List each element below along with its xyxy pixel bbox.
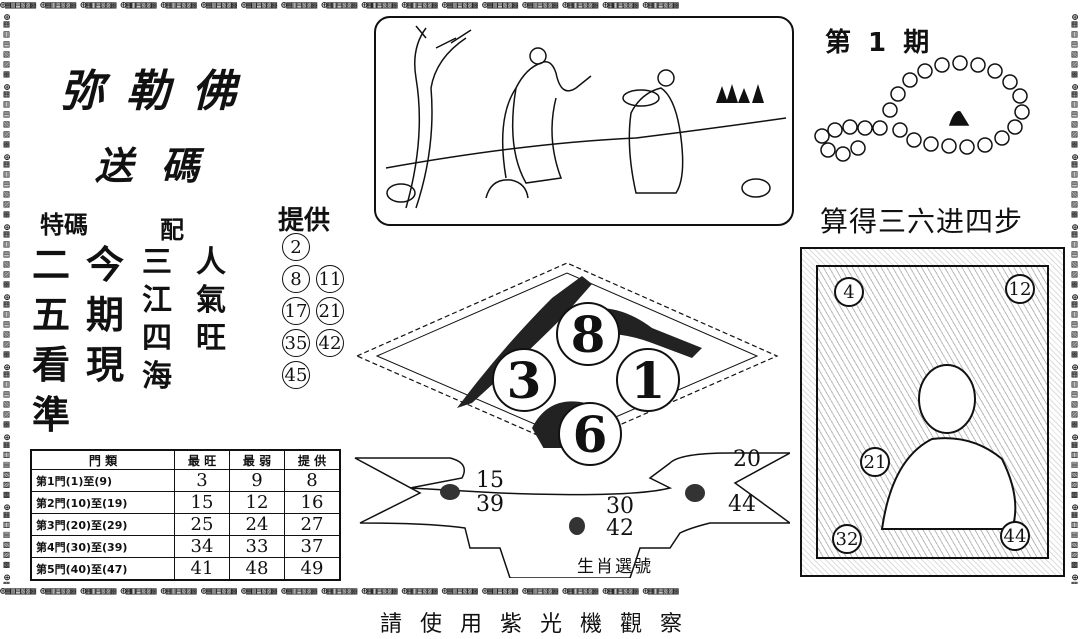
header-door-category: 門 類 — [30, 449, 175, 470]
poem-char: 現 — [86, 343, 125, 387]
ribbon-center-number: 42 — [606, 516, 634, 541]
poem-char: 海 — [142, 359, 172, 394]
buddha-panel: 4 12 21 32 44 — [800, 247, 1065, 577]
ribbon-right-number: 44 — [728, 492, 756, 517]
poem-char: 人 — [196, 245, 226, 280]
ribbon-left-number: 15 — [476, 468, 504, 493]
number-ball: 8 — [282, 265, 310, 293]
header-hottest: 最 旺 — [174, 449, 230, 470]
diamond-ball: 3 — [492, 348, 556, 412]
number-ball: 17 — [282, 297, 310, 325]
poem-char: 四 — [142, 321, 172, 356]
hot-value: 25 — [174, 513, 230, 536]
header-coldest: 最 弱 — [229, 449, 285, 470]
label-provide: 提供 — [278, 206, 331, 236]
table-row: 第4門(30)至(39) 34 33 37 — [30, 535, 341, 558]
door-label: 第4門(30)至(39) — [30, 535, 175, 558]
poem-char: 江 — [142, 283, 172, 318]
number-ball: 11 — [316, 265, 344, 293]
table-row: 第1門(1)至(9) 3 9 8 — [30, 469, 341, 492]
zodiac-selection-label: 生肖選號 — [577, 557, 653, 577]
header-provide: 提 供 — [284, 449, 341, 470]
hot-value: 3 — [174, 469, 230, 492]
poem-char: 五 — [32, 293, 71, 337]
buddha-number: 21 — [860, 447, 890, 477]
lucky-diamond: 8 3 1 6 — [352, 258, 782, 466]
poem-char: 期 — [86, 293, 125, 337]
decorative-border-bottom: ⊕▦▥▤▧▨▩ ⊕▦▥▤▧▨▩ ⊕▦▥▤▧▨▩ ⊕▦▥▤▧▨▩ ⊕▦▥▤▧▨▩ … — [0, 586, 679, 597]
cold-value: 9 — [229, 469, 285, 492]
zodiac-ribbon-icon — [354, 452, 790, 578]
ribbon-center-number: 30 — [606, 494, 634, 519]
cold-value: 48 — [229, 557, 285, 581]
title-main: 弥勒佛 — [60, 66, 258, 117]
number-ball: 21 — [316, 297, 344, 325]
number-ball: 42 — [316, 329, 344, 357]
poem-column-3: 三 江 四 海 — [142, 244, 172, 396]
door-label: 第5門(40)至(47) — [30, 557, 175, 581]
poem-column-2: 今 期 現 — [86, 240, 124, 390]
poem-char: 今 — [86, 243, 125, 287]
footer-note: 請使用紫光機觀察 — [380, 612, 701, 637]
cold-value: 33 — [229, 535, 285, 558]
diamond-ball: 8 — [556, 302, 620, 366]
poem-char: 準 — [32, 393, 71, 437]
hot-value: 34 — [174, 535, 230, 558]
diamond-ball: 6 — [558, 402, 622, 466]
poem-column-1: 二 五 看 準 — [32, 240, 70, 440]
buddha-number: 12 — [1005, 274, 1035, 304]
ribbon-left-number: 39 — [476, 492, 504, 517]
door-category-table: 門 類 最 旺 最 弱 提 供 第1門(1)至(9) 3 9 8 第2門(10)… — [30, 449, 341, 581]
hot-value: 15 — [174, 491, 230, 514]
poem-char: 看 — [32, 343, 71, 387]
buddha-number: 32 — [832, 524, 862, 554]
table-row: 第5門(40)至(47) 41 48 49 — [30, 557, 341, 581]
provide-value: 49 — [284, 557, 341, 581]
buddha-figure-icon — [880, 364, 1017, 530]
period-label: 第 1 期 — [825, 28, 934, 58]
scene-illustration — [374, 16, 794, 226]
table-header-row: 門 類 最 旺 最 弱 提 供 — [30, 449, 341, 470]
decorative-border-top: ⊕▦▥▤▧▨▩ ⊕▦▥▤▧▨▩ ⊕▦▥▤▧▨▩ ⊕▦▥▤▧▨▩ ⊕▦▥▤▧▨▩ … — [0, 0, 679, 11]
poem-char: 氣 — [196, 283, 226, 318]
label-special-code: 特碼 — [40, 210, 88, 239]
number-ball: 35 — [282, 329, 310, 357]
provide-value: 16 — [284, 491, 341, 514]
door-label: 第3門(20)至(29) — [30, 513, 175, 536]
provide-value: 27 — [284, 513, 341, 536]
door-label: 第1門(1)至(9) — [30, 469, 175, 492]
decorative-border-right: ⊕▦▥▤▧▨▩ ⊕▦▥▤▧▨▩ ⊕▦▥▤▧▨▩ ⊕▦▥▤▧▨▩ ⊕▦▥▤▧▨▩ … — [1068, 14, 1080, 584]
poem-char: 三 — [142, 245, 172, 280]
number-ball: 2 — [282, 233, 310, 261]
buddha-number: 44 — [1000, 521, 1030, 551]
door-label: 第2門(10)至(19) — [30, 491, 175, 514]
diamond-ball: 1 — [616, 348, 680, 412]
poem-char: 旺 — [196, 321, 226, 356]
hot-value: 41 — [174, 557, 230, 581]
provided-numbers: 2 8 11 17 21 35 42 45 — [280, 232, 350, 390]
label-pair: 配 — [160, 215, 184, 244]
provide-value: 37 — [284, 535, 341, 558]
slogan: 算得三六进四步 — [820, 205, 1024, 238]
number-ball: 45 — [282, 361, 310, 389]
poem-char: 二 — [32, 243, 71, 287]
cold-value: 24 — [229, 513, 285, 536]
cold-value: 12 — [229, 491, 285, 514]
table-row: 第2門(10)至(19) 15 12 16 — [30, 491, 341, 514]
prayer-beads-icon — [814, 55, 1035, 162]
buddha-number: 4 — [834, 277, 864, 307]
scene-drawing-icon — [385, 25, 787, 209]
ribbon-right-number: 20 — [733, 447, 761, 472]
provide-value: 8 — [284, 469, 341, 492]
poem-column-4: 人 氣 旺 — [196, 244, 226, 358]
decorative-border-left: ⊕▦▥▤▧▨▩ ⊕▦▥▤▧▨▩ ⊕▦▥▤▧▨▩ ⊕▦▥▤▧▨▩ ⊕▦▥▤▧▨▩ … — [0, 14, 12, 584]
title-sub: 送碼 — [95, 143, 228, 188]
table-row: 第3門(20)至(29) 25 24 27 — [30, 513, 341, 536]
